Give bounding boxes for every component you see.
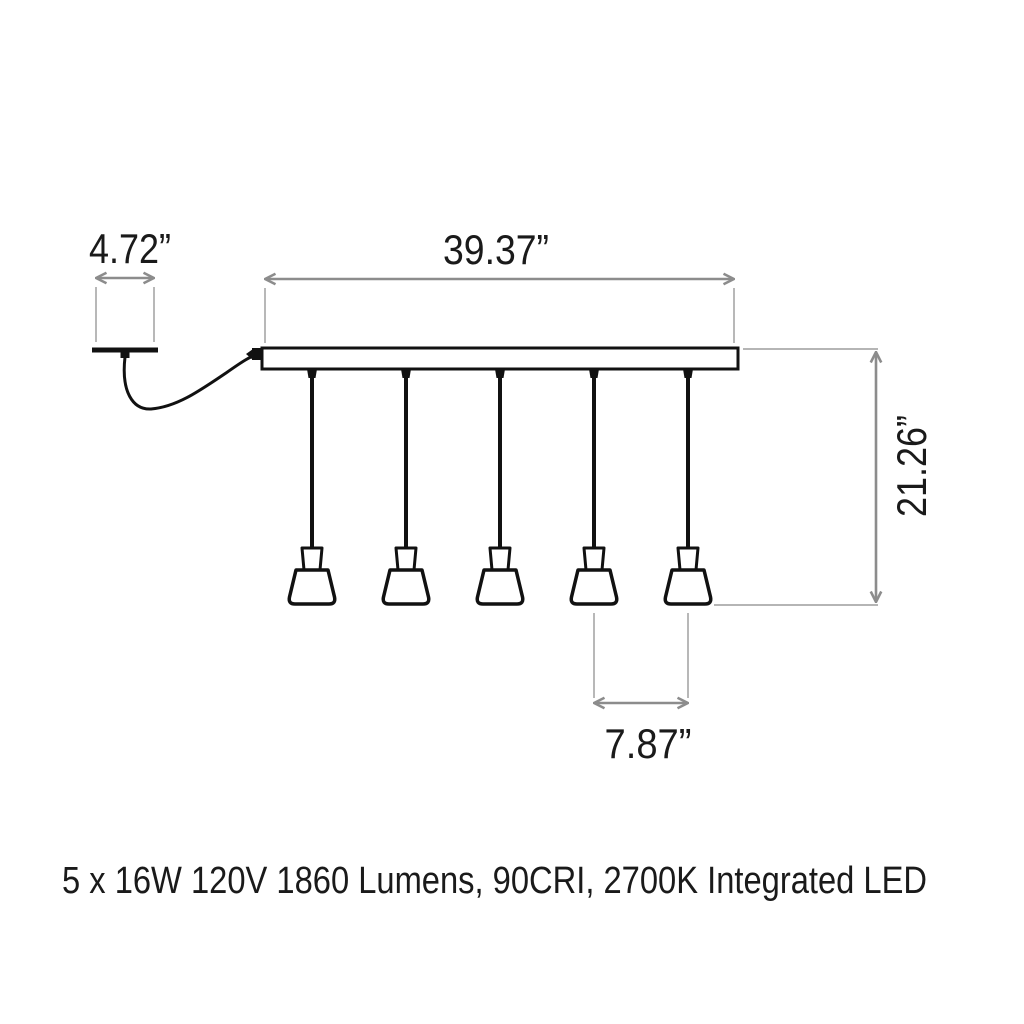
- fixture-bar: [246, 346, 740, 371]
- pendant-shade: [287, 568, 337, 606]
- pendant-4: [569, 369, 619, 606]
- pendant-2: [381, 369, 431, 606]
- pendant-socket: [394, 546, 418, 572]
- pendant-shade: [569, 568, 619, 606]
- pendant-shade: [663, 568, 713, 606]
- dimension-label: 7.87”: [605, 720, 692, 767]
- dim-bar-length: 39.37”: [265, 226, 734, 343]
- pendant-1: [287, 369, 337, 606]
- cable-gripper: [307, 369, 317, 378]
- cable-gripper: [683, 369, 693, 378]
- pendant-socket: [300, 546, 324, 572]
- pendant-socket: [582, 546, 606, 572]
- lamp-spec-text: 5 x 16W 120V 1860 Lumens, 90CRI, 2700K I…: [62, 860, 927, 902]
- pendant-3: [475, 369, 525, 606]
- pendant-socket: [488, 546, 512, 572]
- canopy: [92, 347, 261, 411]
- bar-body: [260, 346, 740, 371]
- cable-gripper: [495, 369, 505, 378]
- pendant-shade: [475, 568, 525, 606]
- bar-cord-inlet: [246, 349, 253, 360]
- pendant-socket: [676, 546, 700, 572]
- dim-pendant-spacing: 7.87”: [594, 613, 692, 767]
- pendant-shade: [381, 568, 431, 606]
- canopy-stem: [120, 352, 130, 358]
- power-cord: [122, 351, 261, 411]
- dimension-label: 4.72”: [89, 225, 171, 272]
- pendant-5: [663, 369, 713, 606]
- dimension-label: 39.37”: [443, 226, 549, 273]
- dim-overall-height: 21.26”: [714, 348, 935, 606]
- cable-gripper: [589, 369, 599, 378]
- dimension-label: 21.26”: [888, 415, 935, 517]
- cable-gripper: [401, 369, 411, 378]
- dim-canopy-width: 4.72”: [89, 225, 171, 342]
